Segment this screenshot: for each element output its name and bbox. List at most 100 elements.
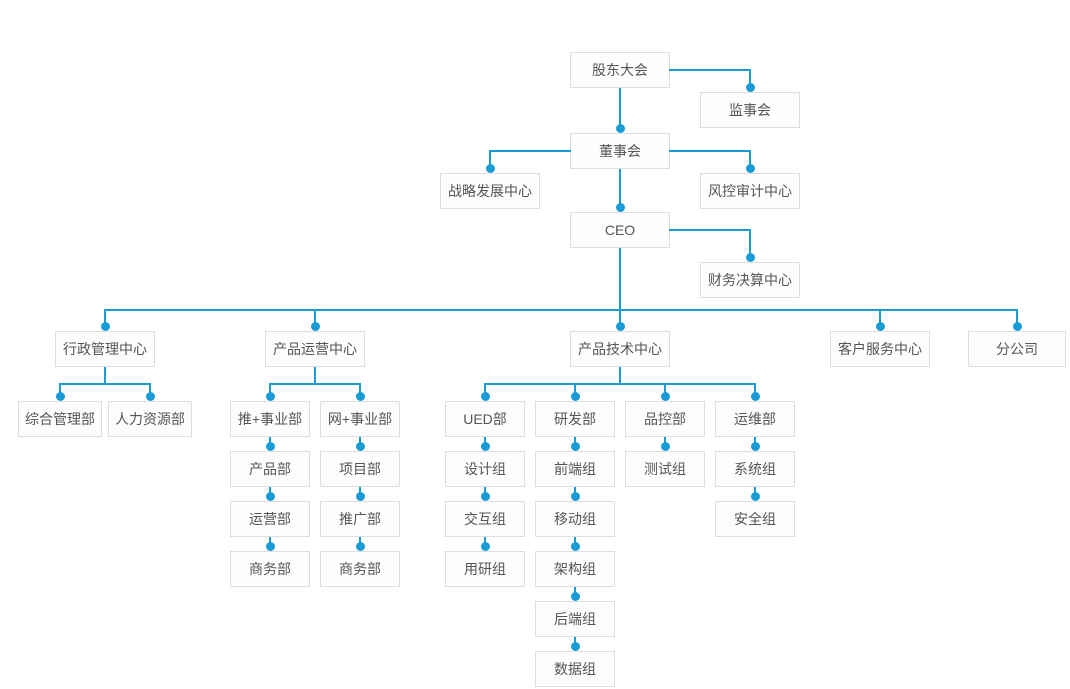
connector-dot <box>355 541 365 551</box>
org-node-product-ops-center: 产品运营中心 <box>265 331 365 367</box>
connector-dot <box>480 491 490 501</box>
org-node-label: 项目部 <box>339 461 381 477</box>
org-node-label: 行政管理中心 <box>63 341 147 357</box>
connector-dot <box>570 491 580 501</box>
org-node-business-dept-1: 商务部 <box>230 551 310 587</box>
org-node-branch-company: 分公司 <box>968 331 1066 367</box>
connector-dot <box>570 541 580 551</box>
org-node-label: 战略发展中心 <box>448 183 532 199</box>
org-node-label: 设计组 <box>464 461 506 477</box>
org-node-qc-dept: 品控部 <box>625 401 705 437</box>
org-node-label: 分公司 <box>996 341 1038 357</box>
org-node-label: 系统组 <box>734 461 776 477</box>
org-node-architecture-group: 架构组 <box>535 551 615 587</box>
org-node-label: 运营部 <box>249 511 291 527</box>
org-node-label: 数据组 <box>554 661 596 677</box>
connector-dot <box>615 321 625 331</box>
org-node-label: 商务部 <box>249 561 291 577</box>
org-node-project-dept: 项目部 <box>320 451 400 487</box>
connector-dot <box>265 491 275 501</box>
org-node-supervisory-board: 监事会 <box>700 92 800 128</box>
connector-line-vertical <box>619 248 621 310</box>
connector-dot <box>750 391 760 401</box>
connector-line-vertical <box>104 310 106 329</box>
org-node-label: 人力资源部 <box>115 411 185 427</box>
connector-dot <box>480 541 490 551</box>
org-node-label: 董事会 <box>599 143 641 159</box>
connector-line-horizontal <box>669 229 751 231</box>
connector-dot <box>875 321 885 331</box>
org-node-product-dept: 产品部 <box>230 451 310 487</box>
org-node-customer-service-center: 客户服务中心 <box>830 331 930 367</box>
connector-line-vertical <box>104 367 106 384</box>
org-node-promotion-dept: 推广部 <box>320 501 400 537</box>
connector-dot <box>145 391 155 401</box>
connector-dot <box>745 252 755 262</box>
org-node-general-mgmt-dept: 综合管理部 <box>18 401 102 437</box>
org-node-interaction-group: 交互组 <box>445 501 525 537</box>
org-node-label: 推+事业部 <box>237 411 303 427</box>
connector-line-vertical <box>314 367 316 384</box>
org-node-label: 风控审计中心 <box>708 183 792 199</box>
org-node-label: 用研组 <box>464 561 506 577</box>
org-node-label: 架构组 <box>554 561 596 577</box>
connector-dot <box>480 441 490 451</box>
org-node-label: 安全组 <box>734 511 776 527</box>
connector-dot <box>480 391 490 401</box>
connector-line-vertical <box>1016 310 1018 329</box>
connector-dot <box>355 441 365 451</box>
connector-dot <box>355 391 365 401</box>
connector-dot <box>745 163 755 173</box>
connector-line-vertical <box>619 367 621 384</box>
connector-dot <box>745 82 755 92</box>
connector-dot <box>570 591 580 601</box>
connector-dot <box>615 202 625 212</box>
connector-line-vertical <box>879 310 881 329</box>
connector-dot <box>750 491 760 501</box>
org-node-risk-audit-center: 风控审计中心 <box>700 173 800 209</box>
org-node-label: 交互组 <box>464 511 506 527</box>
connector-dot <box>570 441 580 451</box>
org-node-tui-business-dept: 推+事业部 <box>230 401 310 437</box>
connector-line-vertical <box>619 169 621 210</box>
org-node-ued-dept: UED部 <box>445 401 525 437</box>
connector-dot <box>100 321 110 331</box>
org-node-label: 产品部 <box>249 461 291 477</box>
org-node-product-tech-center: 产品技术中心 <box>570 331 670 367</box>
org-node-wang-business-dept: 网+事业部 <box>320 401 400 437</box>
org-node-design-group: 设计组 <box>445 451 525 487</box>
org-node-strategy-center: 战略发展中心 <box>440 173 540 209</box>
connector-line-vertical <box>749 229 751 260</box>
connector-line-vertical <box>619 88 621 131</box>
connector-line-vertical <box>314 310 316 329</box>
connector-line-vertical <box>489 150 491 171</box>
org-node-data-group: 数据组 <box>535 651 615 687</box>
org-node-admin-center: 行政管理中心 <box>55 331 155 367</box>
connector-line-horizontal <box>669 150 751 152</box>
org-node-label: 股东大会 <box>592 62 648 78</box>
connector-dot <box>55 391 65 401</box>
connector-line-horizontal <box>104 309 1018 311</box>
org-node-shareholders: 股东大会 <box>570 52 670 88</box>
org-node-backend-group: 后端组 <box>535 601 615 637</box>
org-node-label: 商务部 <box>339 561 381 577</box>
org-node-frontend-group: 前端组 <box>535 451 615 487</box>
org-node-label: 运维部 <box>734 411 776 427</box>
connector-dot <box>265 541 275 551</box>
connector-dot <box>570 641 580 651</box>
org-node-operation-dept: 运营部 <box>230 501 310 537</box>
org-node-mobile-group: 移动组 <box>535 501 615 537</box>
org-node-label: UED部 <box>463 411 507 427</box>
org-node-label: 前端组 <box>554 461 596 477</box>
org-node-label: 产品运营中心 <box>273 341 357 357</box>
connector-dot <box>660 391 670 401</box>
org-node-label: 推广部 <box>339 511 381 527</box>
connector-line-horizontal <box>269 383 361 385</box>
org-node-test-group: 测试组 <box>625 451 705 487</box>
connector-line-vertical <box>749 69 751 90</box>
org-node-label: 监事会 <box>729 102 771 118</box>
org-node-label: 后端组 <box>554 611 596 627</box>
connector-line-horizontal <box>669 69 751 71</box>
org-node-label: 综合管理部 <box>25 411 95 427</box>
